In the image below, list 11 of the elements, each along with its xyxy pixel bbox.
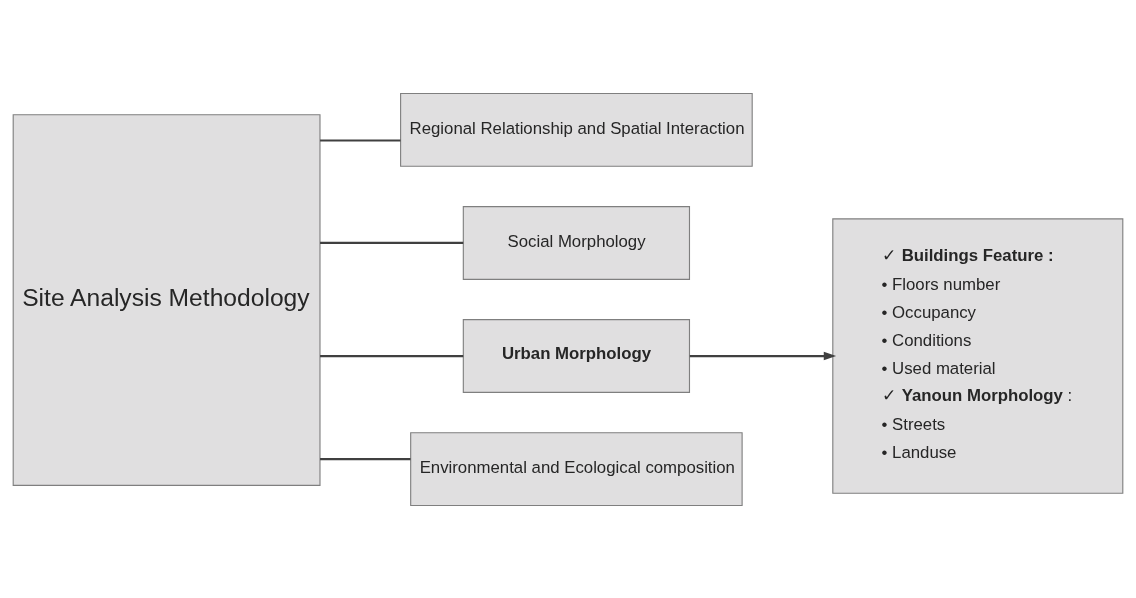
node-box: ✓ Buildings Feature : • Floors number • Occupancy • Conditions • Used material ✓ Yanoun Morphology : • Streets • Landuse [832,217,1124,494]
node-box: Social Morphology [462,205,691,280]
connector [320,457,411,460]
node-box: Urban Morphology [462,318,691,393]
connector [320,241,464,244]
connector [320,138,401,142]
connector [320,354,464,357]
node-box: Environmental and Ecological composition [410,431,743,506]
arrow [689,351,837,360]
node-box: Site Analysis Methodology [12,113,321,486]
node-box: Regional Relationship and Spatial Interaction [400,92,753,167]
